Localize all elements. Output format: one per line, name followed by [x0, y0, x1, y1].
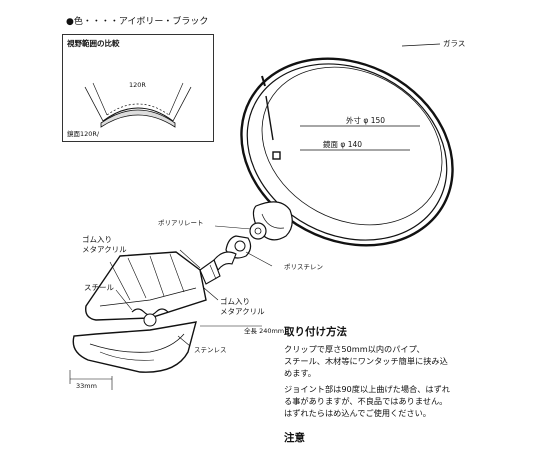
install-line-5: る事がありますが、不良品ではありません。 [284, 396, 448, 406]
label-rubber-acrylic-left-1: ゴム入り [82, 235, 112, 244]
mirror-inner-rim [246, 63, 448, 241]
inset-footer: 鏡面120R/ [67, 130, 100, 138]
label-width: 33mm [76, 382, 97, 390]
label-glass: ガラス [443, 39, 466, 48]
install-line-6: はずれたらはめ込んでご使用ください。 [284, 408, 431, 418]
label-outer-diameter: 外寸 φ 150 [346, 116, 386, 125]
install-heading: 取り付け方法 [284, 326, 347, 338]
inset-arc-label: 120R [129, 81, 146, 89]
clip-lower-jaw [72, 321, 197, 373]
label-rubber-acrylic-mid-1: ゴム入り [220, 297, 250, 306]
label-steel: スチール [84, 283, 114, 292]
label-polystyrene: ポリスチレン [284, 263, 323, 271]
install-line-1: クリップで厚さ50mm以内のパイプ、 [284, 344, 425, 354]
label-rubber-acrylic-mid-2: メタアクリル [220, 307, 265, 316]
install-line-2: スチール、木材等にワンタッチ簡単に挟み込 [284, 356, 448, 366]
mirror-glass-surface [261, 66, 443, 226]
label-stainless: ステンレス [194, 346, 227, 354]
label-total-length: 全長 240mm [244, 327, 285, 335]
caution-heading: 注意 [284, 432, 305, 444]
label-polyacetal: ポリアリレート [158, 219, 204, 227]
label-rubber-acrylic-left-2: メタアクリル [82, 245, 127, 254]
install-line-3: めます。 [284, 368, 316, 378]
view-range-inset: 視野範囲の比較 120R 鏡面120R/ [62, 34, 214, 142]
label-mirror-diameter: 鏡面 φ 140 [323, 140, 363, 149]
color-line: ●色・・・・アイボリー・ブラック [66, 17, 209, 27]
inset-title: 視野範囲の比較 [67, 39, 120, 48]
clip-upper-jaw [85, 251, 207, 321]
mirror-outer-rim [240, 57, 454, 247]
install-line-4: ジョイント部は90度以上曲げた場合、はずれ [284, 384, 450, 394]
view-range-arc-drawing [84, 82, 192, 128]
